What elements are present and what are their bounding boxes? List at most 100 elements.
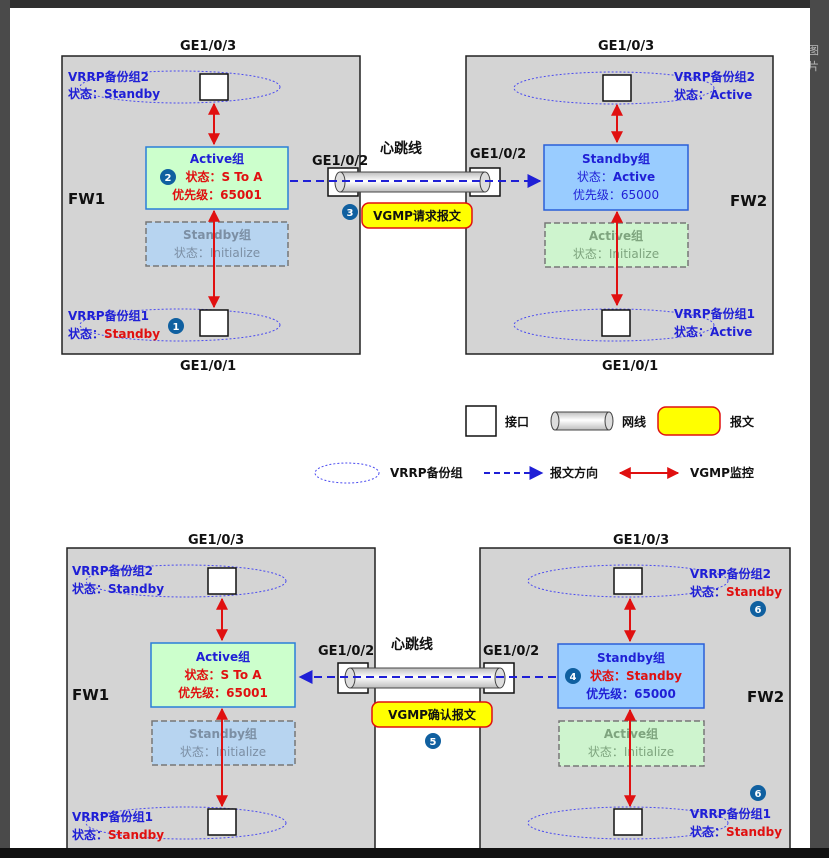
fw2-name: FW2 (730, 192, 767, 210)
fw1-vrrp1-state: 状态：Standby (72, 827, 164, 842)
fw1-active-group-box (150, 642, 296, 708)
fw1-vrrp2-name: VRRP备份组2 (68, 69, 149, 84)
fw1-name: FW1 (72, 686, 109, 704)
svg-text:5: 5 (430, 737, 437, 748)
fw2-standby-group-state: 状态：Active (577, 170, 655, 184)
diagram-canvas: GE1/0/3 GE1/0/1 FW1 VRRP备份组2 状态：Standby … (10, 8, 810, 858)
step-badge-4 (565, 668, 581, 684)
fw1-active-group-title: Active组 (196, 649, 250, 664)
fw2-standby-group-priority: 优先级：65000 (573, 188, 659, 202)
fw2-name: FW2 (747, 688, 784, 706)
fw2-vrrp1-name: VRRP备份组1 (690, 806, 771, 821)
viewer-left-edge (0, 0, 10, 858)
svg-text:2: 2 (165, 173, 172, 184)
fw2-port-link-label: GE1/0/2 (470, 147, 526, 162)
fw2-standby-group-priority: 优先级：65000 (586, 686, 676, 701)
step-badge-1 (168, 318, 184, 334)
vrrp-group-ellipse (79, 308, 281, 342)
legend-vrrp-icon (314, 462, 380, 484)
interface-box (199, 73, 229, 101)
fw2-vrrp2-state: 状态：Active (674, 87, 752, 102)
fw1-vrrp2-state: 状态：Standby (72, 581, 164, 596)
fw1-ghost-group-state: 状态：Initialize (174, 246, 260, 260)
fw1-vrrp1-state: 状态：Standby (68, 326, 160, 341)
message-box (371, 701, 493, 728)
fw1-active-group-state: 状态：S To A (185, 169, 263, 184)
svg-text:1: 1 (173, 322, 180, 333)
fw2-vrrp1-name: VRRP备份组1 (674, 306, 755, 321)
fw1-active-group-priority: 优先级：65001 (178, 685, 268, 700)
svg-text:6: 6 (755, 789, 762, 800)
interface-box (207, 808, 237, 836)
viewer-toolbar (0, 0, 829, 10)
interface-box (199, 309, 229, 337)
vrrp-group-ellipse (85, 564, 287, 598)
fw1-port-bottom-label: GE1/0/1 (180, 359, 236, 374)
svg-text:3: 3 (347, 208, 354, 219)
step-badge-3 (342, 204, 358, 220)
heartbeat-label: 心跳线 (380, 140, 422, 157)
side-panel-label[interactable]: 图片 (808, 44, 819, 73)
fw1-ghost-group-title: Standby组 (183, 227, 251, 242)
legend-interface-label: 接口 (505, 414, 529, 429)
vrrp-group-ellipse (513, 308, 715, 342)
step-badge-6 (750, 601, 766, 617)
fw2-port-top-label: GE1/0/3 (598, 39, 654, 54)
fw2-port-link-label: GE1/0/2 (483, 644, 539, 659)
step-badge-5 (425, 733, 441, 749)
fw2-standby-group-box (557, 643, 705, 709)
legend-vrrp-label: VRRP备份组 (390, 465, 463, 480)
legend-cable-icon (554, 411, 610, 431)
viewer-bottom-bar (0, 848, 829, 858)
fw2-standby-group-title: Standby组 (597, 650, 665, 665)
fw1-vrrp1-name: VRRP备份组1 (72, 809, 153, 824)
interface-box (601, 309, 631, 337)
vrrp-group-ellipse (527, 806, 729, 840)
fw2-standby-group-box (543, 144, 689, 211)
fw2-vrrp2-state: 状态：Standby (690, 584, 782, 599)
fw1-port-link-label: GE1/0/2 (312, 154, 368, 169)
message-box (361, 202, 473, 229)
fw1-vrrp2-name: VRRP备份组2 (72, 563, 153, 578)
vrrp-group-ellipse (527, 564, 729, 598)
fw2-vrrp1-state: 状态：Standby (690, 824, 782, 839)
fw1-active-group-priority: 优先级：65001 (172, 187, 262, 202)
fw2-vrrp1-state: 状态：Active (674, 324, 752, 339)
fw1-active-group-state: 状态：S To A (184, 667, 262, 682)
vrrp-vgmp-diagram: GE1/0/3 GE1/0/1 FW1 VRRP备份组2 状态：Standby … (61, 39, 791, 858)
vrrp-group-ellipse (513, 71, 715, 105)
fw1-vrrp1-name: VRRP备份组1 (68, 308, 149, 323)
fw2-port-bottom-label: GE1/0/1 (602, 359, 658, 374)
fw2-standby-group-title: Standby组 (582, 151, 650, 166)
message-label: VGMP请求报文 (373, 208, 462, 223)
fw1-name: FW1 (68, 190, 105, 208)
fw1-active-group-title: Active组 (190, 151, 244, 166)
fw1-port-link-label: GE1/0/2 (318, 644, 374, 659)
step-badge-2 (160, 169, 176, 185)
legend-message-icon (657, 406, 721, 436)
bottom-diagram: GE1/0/3 FW1 VRRP备份组2 状态：Standby Active组 … (66, 533, 791, 858)
fw1-vrrp2-state: 状态：Standby (68, 86, 160, 101)
top-diagram: GE1/0/3 GE1/0/1 FW1 VRRP备份组2 状态：Standby … (61, 39, 774, 374)
legend-message-label: 报文 (730, 414, 755, 429)
fw2-port-top-label: GE1/0/3 (613, 533, 669, 548)
fw1-port-top-label: GE1/0/3 (188, 533, 244, 548)
legend-direction-label: 报文方向 (550, 465, 598, 480)
fw2-vrrp2-name: VRRP备份组2 (690, 566, 771, 581)
svg-text:4: 4 (570, 672, 577, 683)
fw2-vrrp2-name: VRRP备份组2 (674, 69, 755, 84)
step-badge-6 (750, 785, 766, 801)
fw1-port-top-label: GE1/0/3 (180, 39, 236, 54)
vrrp-group-ellipse (85, 806, 287, 840)
interface-box (602, 74, 632, 102)
legend-interface-icon (465, 405, 497, 437)
interface-box (613, 567, 643, 595)
interface-box (613, 808, 643, 836)
legend: 接口 网线 报文 VRRP备份组 报文方向 VGMP监控 (314, 405, 755, 484)
interface-box (207, 567, 237, 595)
viewer-right-panel (810, 0, 829, 858)
vrrp-group-ellipse (79, 70, 281, 104)
legend-monitor-label: VGMP监控 (690, 465, 754, 480)
message-label: VGMP确认报文 (388, 707, 477, 722)
legend-cable-label: 网线 (622, 414, 646, 429)
